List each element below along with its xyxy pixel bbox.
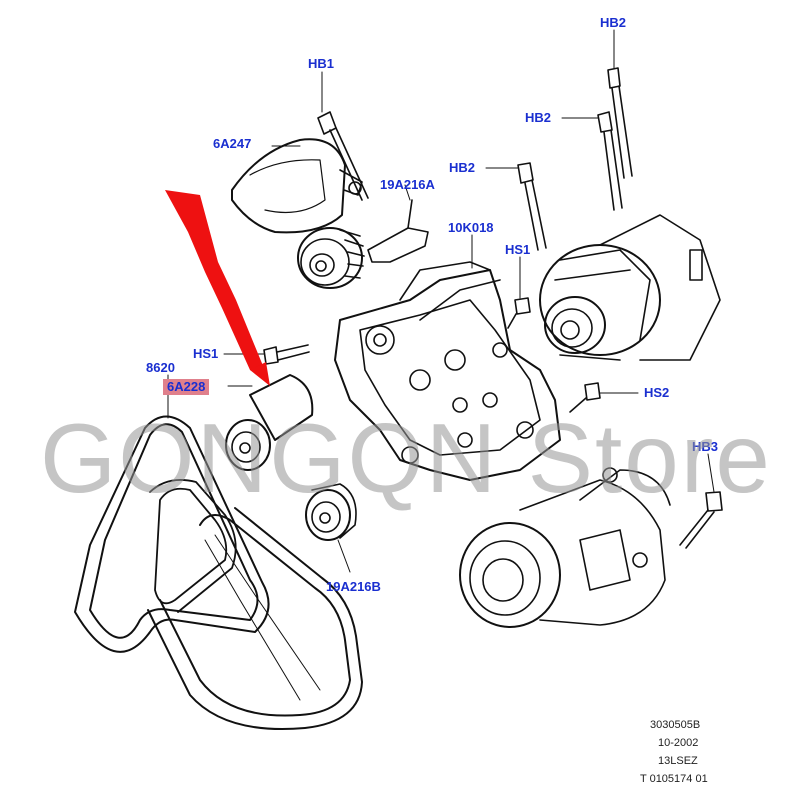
pulley-cover-6a247 — [231, 138, 363, 234]
drawing-ref: T 0105174 01 — [640, 773, 708, 785]
red-pointer-arrow — [165, 190, 270, 386]
callout-6a247: 6A247 — [213, 136, 252, 151]
bolt-hs1-right — [507, 297, 531, 329]
drawing-date: 10-2002 — [658, 737, 699, 749]
bolt-hb2-mid — [597, 111, 623, 211]
callout-hb3: HB3 — [692, 439, 719, 454]
callout-hb1: HB1 — [308, 56, 335, 71]
ac-compressor — [459, 467, 671, 628]
callout-hs2: HS2 — [644, 385, 670, 400]
bolt-hb2-low — [517, 162, 547, 251]
callout-19a216b: 19A216B — [326, 579, 381, 594]
alternator — [539, 214, 721, 361]
belt-tensioner-6a228 — [225, 374, 314, 471]
callout-hs1-left: HS1 — [193, 346, 219, 361]
bolt-hb2-top — [607, 67, 633, 179]
callout-10k018: 10K018 — [448, 220, 494, 235]
callout-hb2-mid: HB2 — [525, 110, 552, 125]
idler-pulley-top — [297, 227, 365, 289]
watermark-text: GONGQN Store — [40, 403, 772, 513]
drawing-number: 3030505B — [650, 719, 701, 731]
callout-19a216a: 19A216A — [380, 177, 435, 192]
bolt-hs1-left — [263, 344, 310, 365]
idler-pulley-bottom — [305, 483, 357, 541]
tensioner-bracket — [367, 199, 429, 263]
mounting-bracket-10k018 — [334, 261, 561, 481]
drawing-code: 13LSEZ — [658, 755, 698, 767]
callout-hb2-low: HB2 — [449, 160, 476, 175]
callout-6a228-highlighted: 6A228 — [163, 379, 210, 395]
bolt-hb3 — [679, 491, 723, 549]
bolt-hs2 — [569, 382, 601, 413]
bolt-hb1 — [317, 111, 369, 201]
callout-hs1-right: HS1 — [505, 242, 531, 257]
drive-belt — [74, 415, 363, 731]
callout-hb2-top: HB2 — [600, 15, 627, 30]
callout-8620: 8620 — [146, 360, 175, 375]
